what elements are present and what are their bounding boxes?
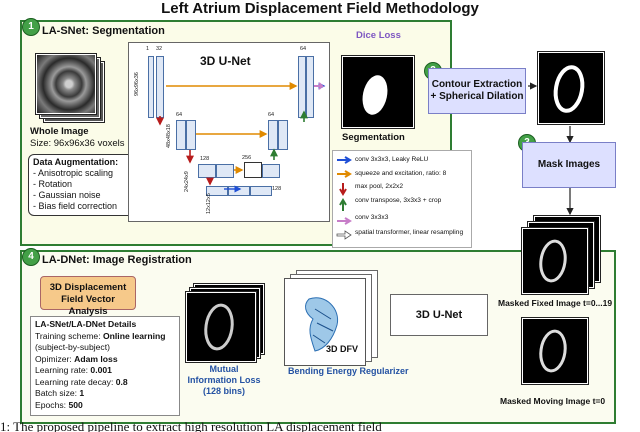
- bending-energy-label: Bending Energy Regularizer: [288, 366, 409, 376]
- unet-dim: 96x96x36: [134, 72, 140, 96]
- details-line: Batch size: 1: [35, 388, 175, 400]
- details-value: 0.8: [115, 376, 128, 387]
- details-key: (subject-by-subject): [35, 342, 110, 352]
- details-key: Learning rate decay:: [35, 376, 116, 387]
- feature-map: [198, 164, 216, 178]
- details-key: Training scheme:: [35, 330, 103, 341]
- details-value: Adam loss: [74, 353, 118, 364]
- masked-fixed-label: Masked Fixed Image t=0...19: [498, 298, 613, 308]
- mask-images-box: Mask Images: [522, 142, 616, 188]
- unet-dim: 48x48x18: [166, 124, 172, 148]
- augmentation-title: Data Augmentation:: [33, 157, 119, 167]
- unet-top-label: 3D U-Net: [200, 54, 251, 68]
- details-key: Batch size:: [35, 388, 80, 398]
- feature-map: [176, 120, 186, 150]
- details-line: Epochs: 500: [35, 400, 175, 412]
- legend-arrows: [336, 156, 352, 240]
- legend-item: conv 3x3x3, Leaky ReLU: [355, 156, 429, 163]
- details-value: 1: [79, 388, 85, 398]
- legend-item: conv transpose, 3x3x3 + crop: [355, 197, 442, 204]
- details-line: Training scheme: Online learning: [35, 331, 175, 343]
- contour-extraction-box: Contour Extraction + Spherical Dilation: [428, 68, 526, 114]
- page-title: Left Atrium Displacement Field Methodolo…: [161, 0, 479, 17]
- feature-map: [278, 120, 288, 150]
- feature-map: [148, 56, 154, 118]
- augmentation-box: Data Augmentation: - Anisotropic scaling…: [28, 154, 146, 216]
- dfv-field-icon: [305, 297, 339, 352]
- dfv-image: [284, 278, 366, 366]
- feature-map: [306, 56, 314, 118]
- unet-dim: 128: [200, 156, 210, 162]
- feature-map: [262, 164, 280, 178]
- unet-dim: 64: [268, 112, 275, 118]
- details-line: Learning rate: 0.001: [35, 365, 175, 377]
- details-key: Learning rate:: [35, 365, 91, 375]
- feature-map: [216, 164, 234, 178]
- unet-dim: 128: [272, 186, 282, 192]
- step-badge-4: 4: [22, 248, 40, 266]
- details-value: 500: [68, 399, 83, 410]
- panel-4-title: LA-DNet: Image Registration: [42, 254, 192, 266]
- warped-image: [186, 292, 256, 362]
- dfv-analysis-box: 3D Displacement Field Vector Analysis: [40, 276, 136, 317]
- dice-loss-label: Dice Loss: [356, 30, 401, 41]
- unet-dim: 24x24x9: [184, 171, 190, 192]
- legend: conv 3x3x3, Leaky ReLU squeeze and excit…: [332, 150, 472, 248]
- augmentation-item: - Gaussian noise: [33, 190, 101, 200]
- augmentation-item: - Bias field correction: [33, 201, 118, 211]
- whole-image-size: Size: 96x96x36 voxels: [30, 138, 125, 149]
- whole-image-mri: [36, 54, 96, 114]
- unet-bottom-box: 3D U-Net: [390, 294, 488, 336]
- feature-map: [244, 162, 262, 178]
- warped-ring-icon: [204, 303, 234, 351]
- masked-fixed-image: [522, 228, 588, 294]
- augmentation-item: - Rotation: [33, 179, 73, 189]
- contour-ring-icon: [553, 65, 585, 113]
- details-line: Learning rate decay: 0.8: [35, 377, 175, 389]
- unet-dim: 12x12x5: [206, 193, 212, 214]
- unet-dim: 64: [176, 112, 183, 118]
- segmentation-image: [342, 56, 414, 128]
- feature-map: [206, 186, 228, 196]
- unet-internal-arrows: [156, 82, 326, 193]
- caption-fragment: 1: The proposed pipeline to extract high…: [0, 420, 382, 432]
- legend-item: spatial transformer, linear resampling: [355, 229, 464, 236]
- details-box: LA-SNet/LA-DNet Details Training scheme:…: [30, 316, 180, 416]
- feature-map: [250, 186, 272, 196]
- details-line: Opimizer: Adam loss: [35, 354, 175, 366]
- step-badge-1: 1: [22, 18, 40, 36]
- details-key: Epochs:: [35, 399, 69, 410]
- details-value: Online learning: [102, 330, 166, 341]
- details-value: 0.001: [90, 365, 112, 375]
- unet-dim: 1: [146, 46, 150, 52]
- mi-loss-label: Mutual Information Loss (128 bins): [187, 364, 261, 396]
- fixed-ring-icon: [539, 239, 567, 283]
- feature-map: [186, 120, 196, 150]
- unet-dim: 256: [242, 155, 252, 161]
- segmentation-blob-icon: [362, 75, 388, 115]
- segmentation-label: Segmentation: [342, 132, 405, 143]
- panel-1-title: LA-SNet: Segmentation: [42, 25, 165, 37]
- legend-item: max pool, 2x2x2: [355, 183, 404, 190]
- details-line: (subject-by-subject): [35, 342, 175, 354]
- masked-moving-image: [522, 318, 588, 384]
- whole-image-label: Whole Image: [30, 126, 89, 137]
- dfv-label: 3D DFV: [326, 344, 359, 354]
- unet-dim: 64: [300, 46, 307, 52]
- details-title: LA-SNet/LA-DNet Details: [35, 319, 137, 329]
- details-key: Opimizer:: [35, 353, 75, 364]
- moving-ring-icon: [539, 329, 567, 373]
- contour-image: [538, 52, 604, 124]
- augmentation-item: - Anisotropic scaling: [33, 168, 114, 178]
- legend-item: squeeze and excitation, ratio: 8: [355, 170, 447, 177]
- masked-moving-label: Masked Moving Image t=0: [500, 396, 606, 406]
- legend-item: conv 3x3x3: [355, 214, 389, 221]
- unet-dim: 32: [156, 46, 163, 52]
